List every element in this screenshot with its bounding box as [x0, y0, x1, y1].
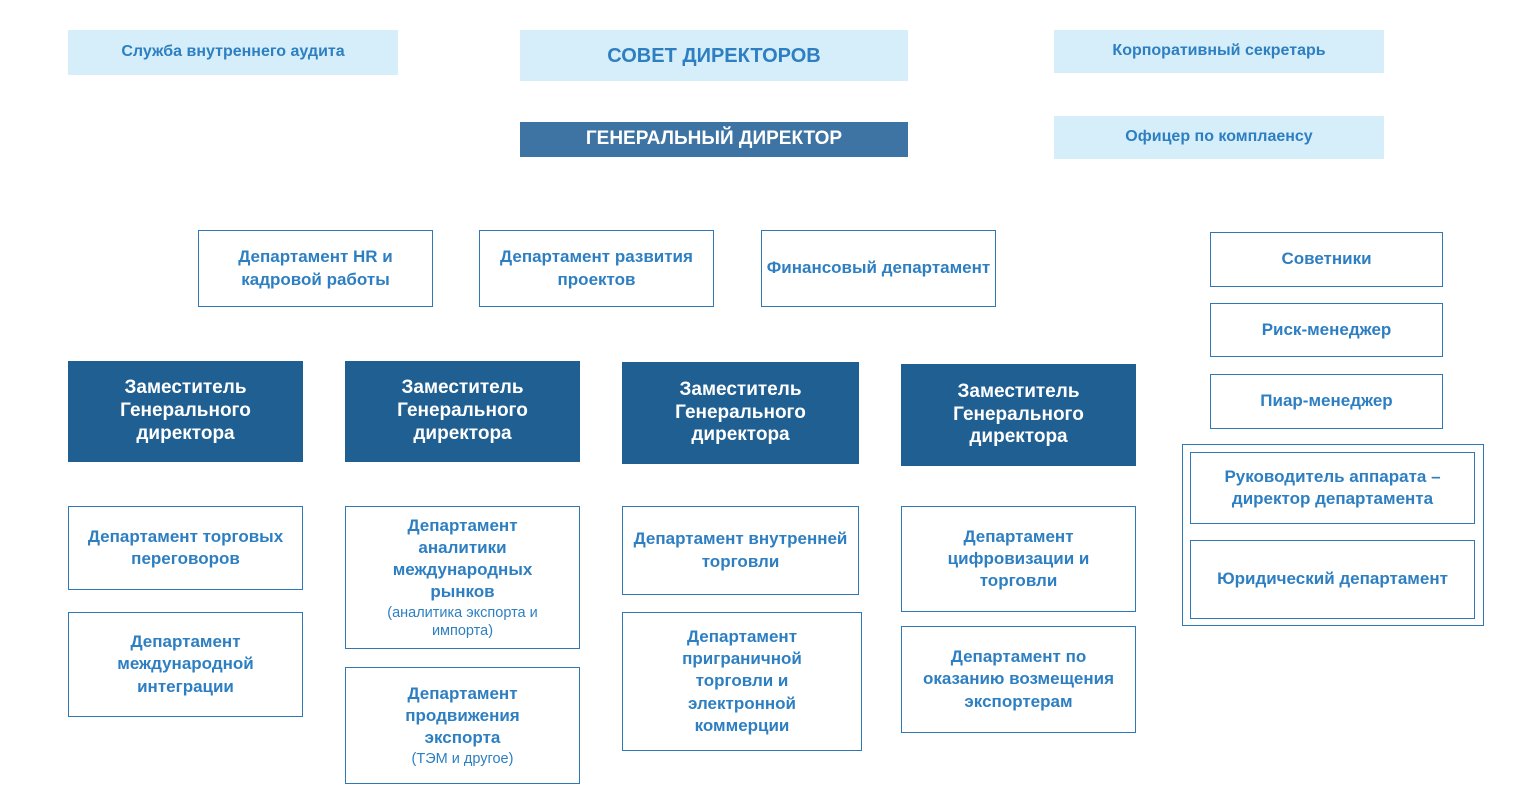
legal-department-label: Юридический департамент — [1217, 569, 1448, 589]
deputy-director-box-2: Заместитель Генерального директора — [345, 361, 580, 462]
deputy-director-label: Заместитель Генерального директора — [675, 378, 806, 446]
domestic-trade-department-label: Департамент внутренней торговли — [633, 529, 848, 571]
exporter-compensation-department-label: Департамент по оказанию возмещения экспо… — [922, 647, 1115, 711]
internal-audit-label: Служба внутреннего аудита — [121, 43, 345, 61]
finance-department-label: Финансовый департамент — [766, 258, 991, 278]
legal-department-box: Юридический департамент — [1190, 540, 1475, 619]
advisors-label: Советники — [1281, 249, 1372, 269]
deputy-director-box-1: Заместитель Генерального директора — [68, 361, 303, 462]
project-development-department-label: Департамент развития проектов — [500, 247, 693, 289]
chief-of-staff-box: Руководитель аппарата – директор департа… — [1190, 452, 1475, 524]
border-trade-ecommerce-department-box: Департамент приграничной торговли и элек… — [622, 612, 862, 751]
risk-manager-box: Риск-менеджер — [1210, 303, 1443, 357]
corporate-secretary-label: Корпоративный секретарь — [1112, 42, 1326, 60]
deputy-director-label: Заместитель Генерального директора — [120, 377, 251, 444]
export-promotion-department-label: Департамент продвижения экспорта — [405, 684, 520, 748]
deputy-director-box-4: Заместитель Генерального директора — [901, 364, 1136, 466]
digitalization-trade-department-box: Департамент цифровизации и торговли — [901, 506, 1136, 612]
export-promotion-note: (ТЭМ и другое) — [411, 750, 514, 767]
deputy-director-box-3: Заместитель Генерального директора — [622, 362, 859, 464]
internal-audit-box: Служба внутреннего аудита — [68, 30, 398, 75]
border-trade-ecommerce-department-label: Департамент приграничной торговли и элек… — [682, 627, 802, 735]
ceo-box: ГЕНЕРАЛЬНЫЙ ДИРЕКТОР — [520, 122, 908, 157]
hr-department-box: Департамент HR и кадровой работы — [198, 230, 433, 307]
market-analytics-note: (аналитика экспорта и импорта) — [387, 604, 538, 639]
advisors-box: Советники — [1210, 232, 1443, 287]
trade-negotiations-department-label: Департамент торговых переговоров — [87, 526, 284, 568]
exporter-compensation-department-box: Департамент по оказанию возмещения экспо… — [901, 626, 1136, 733]
digitalization-trade-department-label: Департамент цифровизации и торговли — [947, 526, 1090, 591]
finance-department-box: Финансовый департамент — [761, 230, 996, 307]
compliance-officer-label: Офицер по комплаенсу — [1125, 128, 1313, 146]
international-integration-department-label: Департамент международной интеграции — [117, 632, 254, 696]
risk-manager-label: Риск-менеджер — [1261, 319, 1392, 339]
hr-department-label: Департамент HR и кадровой работы — [238, 247, 393, 289]
market-analytics-department-label: Департамент аналитики международных рынк… — [392, 516, 533, 602]
pr-manager-label: Пиар-менеджер — [1260, 391, 1393, 411]
ceo-label: ГЕНЕРАЛЬНЫЙ ДИРЕКТОР — [585, 128, 843, 150]
board-of-directors-label: СОВЕТ ДИРЕКТОРОВ — [607, 44, 821, 67]
board-of-directors-box: СОВЕТ ДИРЕКТОРОВ — [520, 30, 908, 81]
pr-manager-box: Пиар-менеджер — [1210, 374, 1443, 429]
compliance-officer-box: Офицер по комплаенсу — [1054, 116, 1384, 159]
chief-of-staff-label: Руководитель аппарата – директор департа… — [1224, 466, 1441, 508]
project-development-department-box: Департамент развития проектов — [479, 230, 714, 307]
trade-negotiations-department-box: Департамент торговых переговоров — [68, 506, 303, 590]
international-integration-department-box: Департамент международной интеграции — [68, 612, 303, 717]
deputy-director-label: Заместитель Генерального директора — [397, 377, 528, 444]
domestic-trade-department-box: Департамент внутренней торговли — [622, 506, 859, 595]
market-analytics-department-box: Департамент аналитики международных рынк… — [345, 506, 580, 649]
deputy-director-label: Заместитель Генерального директора — [953, 380, 1084, 448]
corporate-secretary-box: Корпоративный секретарь — [1054, 30, 1384, 73]
export-promotion-department-box: Департамент продвижения экспорта (ТЭМ и … — [345, 667, 580, 784]
